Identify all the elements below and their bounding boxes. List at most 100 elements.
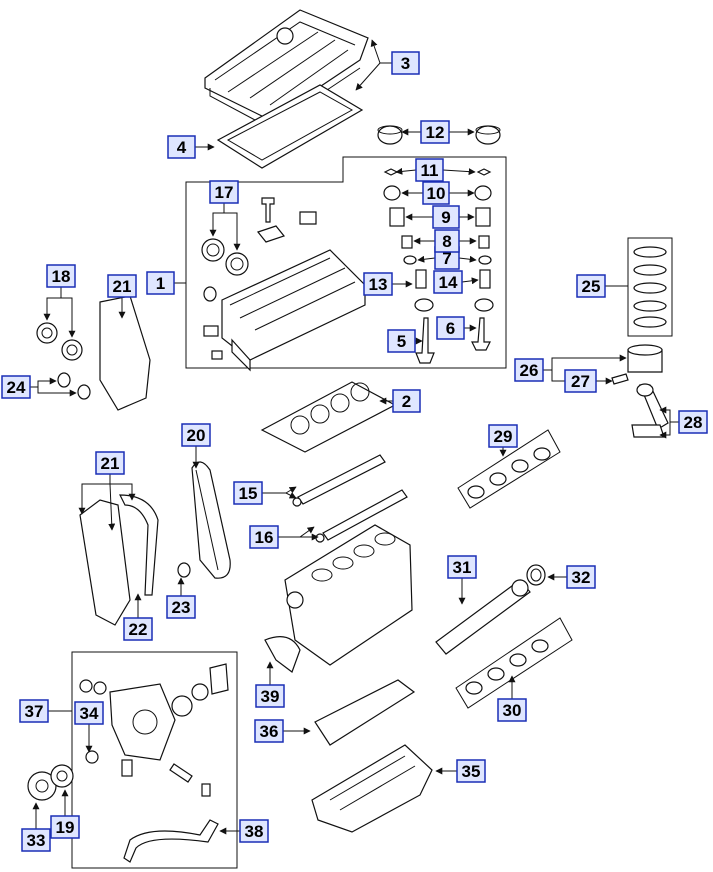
callout-21a: 21 [107, 274, 137, 298]
svg-text:25: 25 [582, 277, 601, 296]
svg-text:26: 26 [520, 361, 539, 380]
piston-rings [627, 237, 673, 337]
svg-text:8: 8 [442, 232, 451, 251]
head-gasket [260, 381, 397, 453]
camshaft-sprockets [36, 322, 83, 361]
callout-1: 1 [146, 271, 175, 295]
callout-14: 14 [433, 270, 463, 294]
cylinder-block [284, 524, 413, 666]
callout-26: 26 [514, 358, 544, 382]
callout-3: 3 [391, 51, 420, 75]
svg-text:22: 22 [129, 620, 148, 639]
callout-9: 9 [432, 205, 460, 229]
svg-text:9: 9 [441, 208, 450, 227]
callout-28: 28 [678, 410, 708, 434]
cover-gasket [216, 84, 364, 169]
svg-text:24: 24 [7, 378, 26, 397]
svg-text:30: 30 [503, 701, 522, 720]
svg-text:35: 35 [462, 762, 481, 781]
svg-text:11: 11 [421, 161, 439, 180]
crankshaft [435, 579, 531, 655]
callout-37: 37 [19, 699, 49, 723]
svg-text:3: 3 [401, 54, 410, 73]
svg-text:20: 20 [187, 426, 206, 445]
svg-text:13: 13 [369, 275, 388, 294]
lower-timing-cover [79, 499, 131, 626]
callout-10: 10 [422, 181, 450, 205]
upper-main-bearings [457, 429, 561, 509]
piston-and-rod [611, 344, 669, 438]
svg-text:27: 27 [571, 372, 590, 391]
chain-guide [119, 494, 159, 596]
svg-text:7: 7 [442, 249, 451, 268]
callout-33: 33 [21, 828, 51, 852]
crankshaft-pulleys [27, 764, 74, 801]
svg-text:23: 23 [172, 598, 191, 617]
svg-text:1: 1 [156, 274, 165, 293]
oil-pan [311, 744, 433, 833]
callout-8: 8 [434, 229, 460, 253]
svg-text:19: 19 [56, 818, 75, 837]
callout-11: 11 [415, 158, 444, 182]
callout-24: 24 [1, 375, 31, 399]
callout-18: 18 [46, 264, 76, 288]
callout-23: 23 [166, 595, 196, 619]
lower-main-bearings [455, 617, 573, 709]
svg-text:16: 16 [255, 528, 274, 547]
svg-text:33: 33 [27, 831, 46, 850]
callout-34: 34 [74, 701, 104, 725]
oil-pump-group [71, 651, 238, 869]
callout-39: 39 [255, 684, 285, 708]
oil-seals [57, 372, 91, 400]
callout-30: 30 [497, 698, 527, 722]
callout-5: 5 [387, 329, 416, 353]
rear-oil-seal [526, 564, 546, 586]
svg-text:5: 5 [397, 332, 406, 351]
oil-baffle [314, 679, 416, 746]
svg-text:29: 29 [494, 427, 513, 446]
callout-2: 2 [392, 389, 421, 413]
oil-pipe [123, 819, 219, 863]
callout-17: 17 [209, 180, 239, 204]
callout-6: 6 [436, 316, 465, 340]
svg-text:37: 37 [25, 702, 44, 721]
callout-12: 12 [420, 120, 450, 144]
svg-text:4: 4 [177, 138, 187, 157]
svg-text:21: 21 [113, 277, 132, 296]
svg-text:39: 39 [261, 687, 280, 706]
callout-15: 15 [233, 481, 263, 505]
callout-13: 13 [363, 272, 393, 296]
callout-31: 31 [447, 555, 477, 579]
svg-text:14: 14 [439, 273, 458, 292]
svg-text:31: 31 [453, 558, 472, 577]
svg-text:21: 21 [101, 454, 120, 473]
callout-25: 25 [576, 274, 606, 298]
svg-text:32: 32 [572, 568, 591, 587]
svg-text:2: 2 [402, 392, 411, 411]
callout-19: 19 [50, 815, 80, 839]
callout-38: 38 [239, 819, 269, 843]
svg-text:18: 18 [52, 267, 71, 286]
svg-text:34: 34 [80, 704, 99, 723]
callout-4: 4 [167, 135, 196, 159]
rear-cover [264, 636, 301, 673]
callout-22: 22 [123, 617, 153, 641]
timing-chain [191, 461, 231, 579]
svg-text:10: 10 [427, 184, 446, 203]
callout-27: 27 [564, 369, 597, 393]
cylinder-head-group [185, 156, 507, 372]
callout-32: 32 [566, 565, 596, 589]
callout-21b: 21 [95, 451, 125, 475]
upper-timing-cover [99, 295, 151, 411]
callout-16: 16 [249, 525, 279, 549]
svg-text:15: 15 [239, 484, 258, 503]
svg-text:12: 12 [426, 123, 445, 142]
callout-29: 29 [488, 424, 518, 448]
svg-text:38: 38 [245, 822, 264, 841]
leader-lines [30, 39, 679, 835]
callout-36: 36 [254, 719, 284, 743]
camshafts [292, 454, 408, 543]
callout-35: 35 [456, 759, 486, 783]
svg-text:36: 36 [260, 722, 279, 741]
